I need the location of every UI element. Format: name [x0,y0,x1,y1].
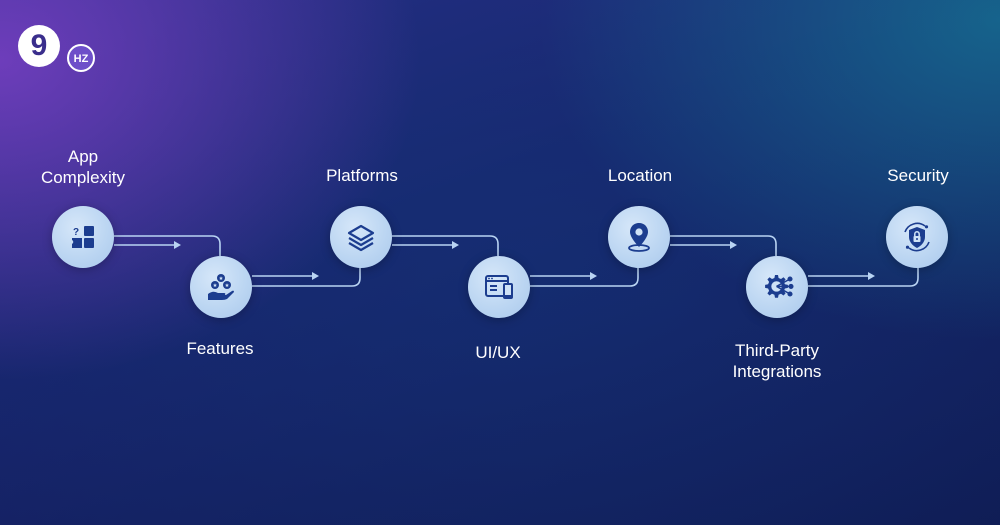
step-label-location: Location [590,165,690,186]
step-label-ui-ux: UI/UX [448,342,548,363]
step-node-features[interactable] [190,256,252,318]
browser-mobile-icon [485,275,513,299]
gear-network-icon [765,275,794,298]
brand-logo[interactable]: 9 HZ [17,22,97,72]
step-label-features: Features [170,338,270,359]
arrowhead-2 [312,272,319,280]
step-label-third-party-integrations: Third-Party Integrations [712,340,842,382]
step-node-app-complexity[interactable]: ? [52,206,114,268]
step-node-ui-ux[interactable] [468,256,530,318]
step-label-security: Security [868,165,968,186]
step-label-line: Security [887,166,949,185]
step-label-line: Integrations [732,362,822,381]
arrowhead-5 [730,241,737,249]
step-node-third-party-integrations[interactable] [746,256,808,318]
step-label-platforms: Platforms [312,165,412,186]
map-pin-icon [628,223,650,252]
step-node-security[interactable] [886,206,948,268]
arrowhead-1 [174,241,181,249]
puzzle-icon: ? [72,226,94,248]
step-label-line: Features [186,339,254,358]
step-node-platforms[interactable] [330,206,392,268]
connector-1-upper [114,235,221,256]
step-label-line: Third-Party [734,341,820,360]
layers-icon [347,224,375,252]
connector-2-lower [252,266,361,287]
svg-text:?: ? [73,227,79,238]
step-label-line: Complexity [40,168,126,187]
arrowhead-4 [590,272,597,280]
brand-logo-mark: 9 HZ [18,25,95,72]
step-label-line: UI/UX [475,343,521,362]
step-label-line: App [67,147,99,166]
step-label-line: Location [607,166,673,185]
step-node-location[interactable] [608,206,670,268]
step-label-line: Platforms [326,166,398,185]
arrowhead-6 [868,272,875,280]
arrowhead-3 [452,241,459,249]
connector-4-lower [530,266,639,287]
logo-badge-text: HZ [74,53,89,65]
shield-lock-icon [904,222,930,252]
connector-6-lower [808,266,919,287]
connector-3-upper [392,235,499,256]
connector-5-upper [670,235,777,256]
step-label-app-complexity: App Complexity [33,146,133,188]
hand-stars-icon [208,274,234,300]
logo-mark-text: 9 [31,29,48,62]
